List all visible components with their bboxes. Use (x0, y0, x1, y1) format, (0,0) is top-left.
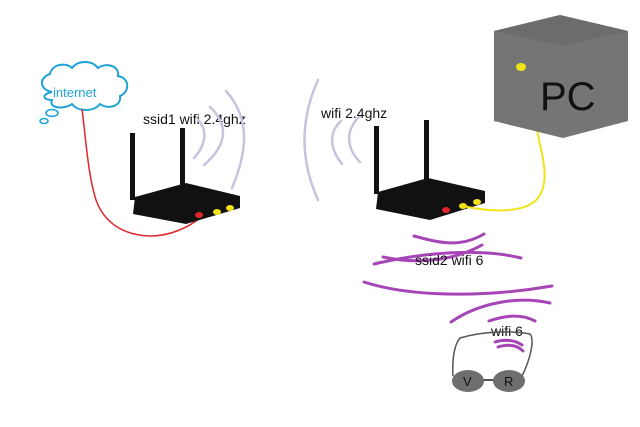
router-2-port-red (442, 207, 450, 213)
router-1-label: ssid1 wifi 2.4ghz (143, 111, 246, 127)
router-1-port-red (195, 212, 203, 218)
vr-headset: V R (452, 331, 533, 392)
router-1-port-yellow-b (226, 205, 234, 211)
internet-cable (81, 108, 201, 237)
router-2-antenna-left (374, 126, 379, 194)
router-2 (374, 120, 485, 220)
router-1-antenna-left (130, 133, 135, 200)
headset-right-lens (493, 370, 525, 392)
pc-box-top (494, 15, 628, 46)
pc-box: PC (494, 15, 628, 138)
router-1-body (133, 183, 240, 224)
headset-left-lens (452, 370, 484, 392)
internet-cloud: internet (39, 61, 129, 125)
router-2-wifi-waves (303, 78, 362, 202)
router-2-ssid-label: ssid2 wifi 6 (415, 252, 484, 268)
router-2-port-yellow-b (473, 199, 481, 205)
router-1-wifi-waves (192, 89, 246, 190)
internet-label: internet (53, 85, 97, 100)
pc-port-yellow (516, 63, 526, 71)
router-1-port-yellow-a (213, 209, 221, 215)
headset-left-lens-label: V (463, 374, 472, 389)
headset-strap (452, 331, 533, 377)
router-1 (130, 128, 240, 224)
wifi6-waves (362, 232, 554, 353)
headset-wifi-label: wifi 6 (490, 323, 523, 339)
pc-label: PC (540, 75, 596, 119)
pc-box-front (494, 15, 628, 138)
headset-right-lens-label: R (504, 374, 513, 389)
router-2-antenna-right (424, 120, 429, 180)
router-1-antenna-right (180, 128, 185, 186)
router-2-wifi-label: wifi 2.4ghz (320, 105, 387, 121)
router-2-body (376, 178, 485, 220)
